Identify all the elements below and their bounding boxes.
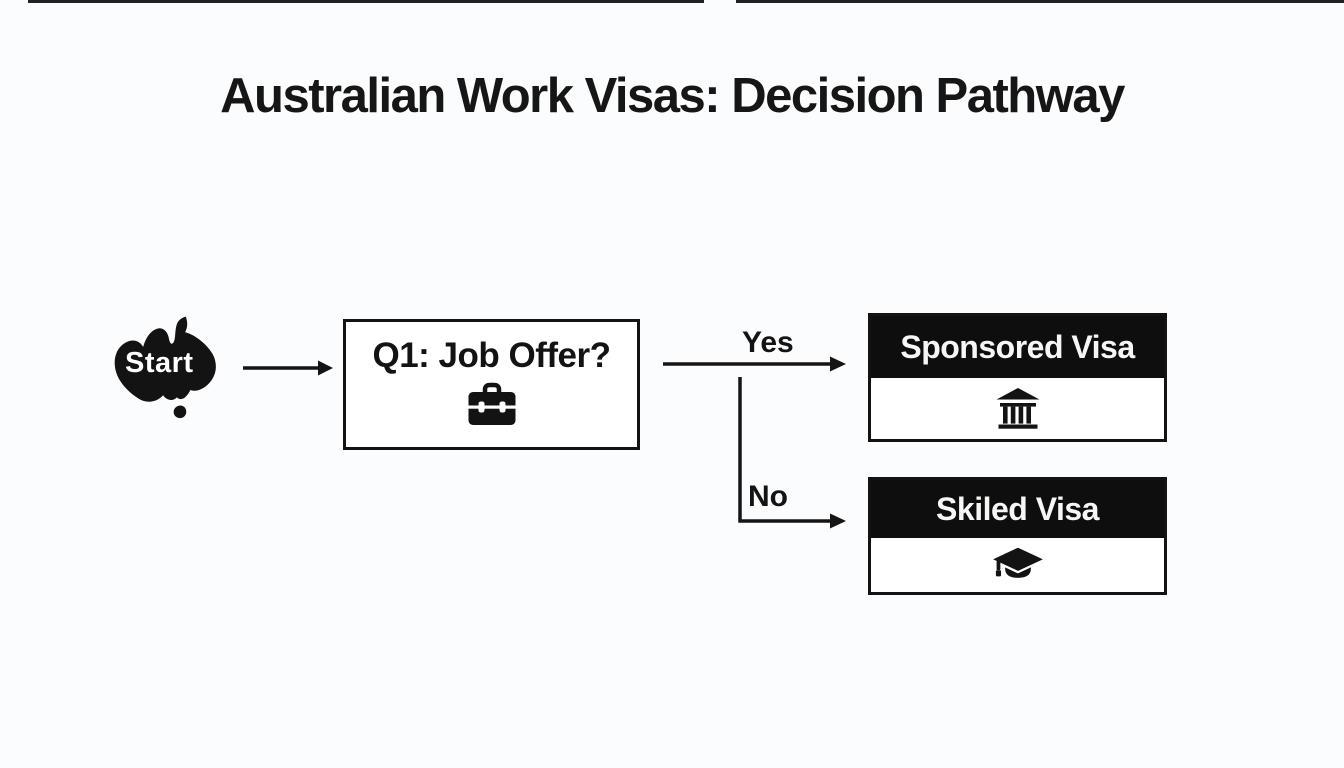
outcome-label: Sponsored Visa	[900, 328, 1135, 365]
page-title: Australian Work Visas: Decision Pathway	[220, 69, 1125, 123]
outcome-box-skilled-visa: Skiled Visa	[868, 477, 1167, 595]
outcome-box-sponsored-visa: Sponsored Visa	[868, 313, 1167, 442]
graduation-cap-icon	[987, 545, 1048, 578]
question-box: Q1: Job Offer?	[343, 319, 640, 450]
bank-icon	[996, 387, 1039, 429]
top-border-line	[736, 0, 1344, 3]
top-border-line	[28, 0, 704, 3]
start-to-question-arrowhead	[318, 360, 333, 376]
outcome-body	[871, 538, 1164, 592]
briefcase-icon	[468, 382, 515, 425]
outcome-header: Skiled Visa	[871, 480, 1164, 538]
no-arrowhead	[830, 513, 846, 529]
australia-map-icon	[114, 316, 216, 419]
question-label: Q1: Job Offer?	[372, 336, 611, 375]
start-label: Start	[125, 347, 194, 379]
outcome-header: Sponsored Visa	[871, 316, 1164, 378]
outcome-label: Skiled Visa	[936, 490, 1099, 527]
yes-branch-label: Yes	[742, 326, 794, 359]
yes-arrowhead	[830, 356, 846, 372]
start-node: Start	[108, 314, 234, 424]
no-branch-label: No	[748, 480, 788, 513]
question-icon-wrap	[467, 381, 517, 427]
outcome-body	[871, 378, 1164, 439]
